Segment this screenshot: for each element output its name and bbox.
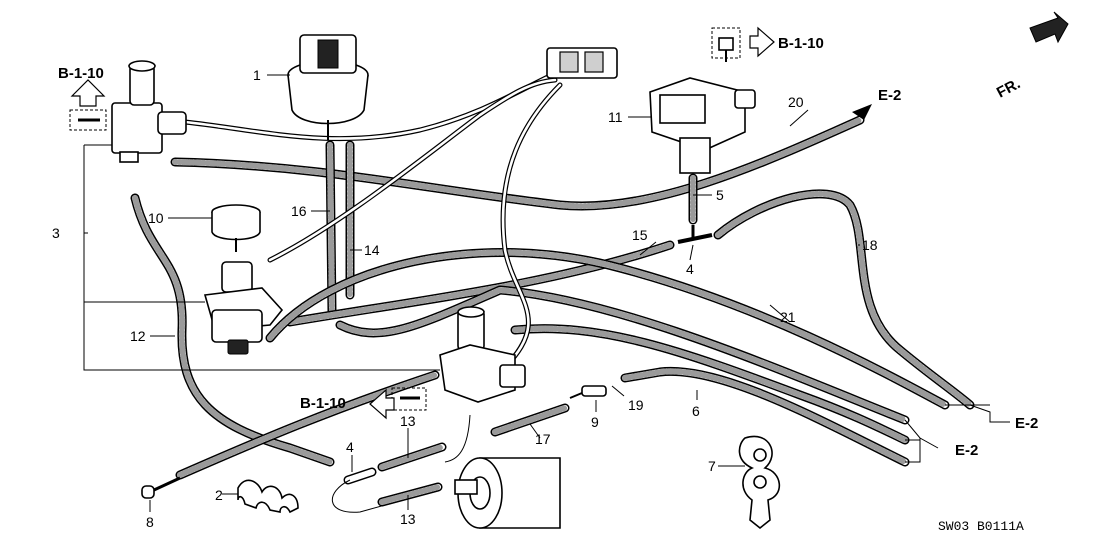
hoses [130, 115, 975, 513]
part-number-13a: 13 [400, 413, 416, 429]
hose-20 [170, 115, 865, 211]
left-solenoid-valve [69, 60, 187, 163]
part-number-13b: 13 [400, 511, 416, 527]
hose-4-lower [343, 467, 377, 485]
leader-lines [83, 74, 1010, 512]
ref-e-2-lower: E-2 [955, 442, 978, 459]
part-number-5: 5 [716, 187, 724, 203]
hose-17 [490, 403, 570, 437]
part-number-9: 9 [591, 414, 599, 430]
part-number-20: 20 [788, 94, 804, 110]
hose-6 [510, 324, 910, 445]
ref-e-2-right: E-2 [1015, 415, 1038, 432]
hose-18 [713, 189, 975, 410]
part-number-10: 10 [148, 210, 164, 226]
part-number-3: 3 [52, 225, 60, 241]
part-number-11: 11 [608, 109, 623, 125]
ref-b-1-10-top: B-1-10 [778, 35, 824, 52]
charcoal-canister [454, 457, 561, 529]
hose-8 [175, 370, 440, 480]
left-arrow-center-icon [369, 388, 395, 420]
hose-12 [130, 193, 335, 467]
wire-connector [546, 47, 618, 79]
drawing-code: SW03 B0111A [938, 519, 1024, 534]
wires [182, 72, 563, 375]
part-number-6: 6 [692, 403, 700, 419]
part-number-7: 7 [708, 458, 716, 474]
hose-21 [265, 248, 950, 410]
pressure-sensor [649, 27, 756, 174]
sensor-canister [287, 34, 369, 140]
right-arrow-top-icon [749, 26, 775, 58]
forward-arrow [1029, 11, 1069, 44]
hose-e2-a [335, 285, 910, 425]
check-valve [569, 385, 607, 399]
ref-e-2-top: E-2 [878, 87, 901, 104]
part-number-4b: 4 [346, 439, 354, 455]
part-number-18: 18 [862, 237, 878, 253]
hose-13-upper [377, 442, 447, 472]
part-number-labels: 1 2 3 4 4 5 6 7 8 9 10 11 12 13 13 14 15… [52, 67, 878, 530]
hose-clamp-small [237, 479, 299, 514]
up-arrow-left-icon [70, 79, 106, 107]
part-number-2: 2 [215, 487, 223, 503]
hose-clip [738, 435, 781, 530]
part-number-12: 12 [130, 328, 146, 344]
ref-b-1-10-left: B-1-10 [58, 65, 104, 82]
hose-16 [325, 140, 337, 317]
t-joint-upper [677, 225, 713, 244]
part-number-17: 17 [535, 431, 551, 447]
direction-label: FR. [994, 75, 1023, 101]
part-number-19: 19 [628, 397, 644, 413]
part-number-1: 1 [253, 67, 261, 83]
part-number-8: 8 [146, 514, 154, 530]
part-number-14: 14 [364, 242, 380, 258]
center-solenoid-valve [391, 306, 526, 411]
hose-19 [620, 366, 910, 467]
part-number-21: 21 [780, 309, 796, 325]
ref-b-1-10-center: B-1-10 [300, 395, 346, 412]
part-number-16: 16 [291, 203, 307, 219]
control-valve [203, 261, 284, 355]
part-number-4a: 4 [686, 261, 694, 277]
hose-13-lower [377, 482, 443, 507]
e2-arrow-top-icon [852, 104, 872, 120]
part-number-15: 15 [632, 227, 648, 243]
solenoid-cap [211, 204, 261, 252]
hose-plug [141, 476, 181, 499]
hose-15 [285, 240, 675, 327]
